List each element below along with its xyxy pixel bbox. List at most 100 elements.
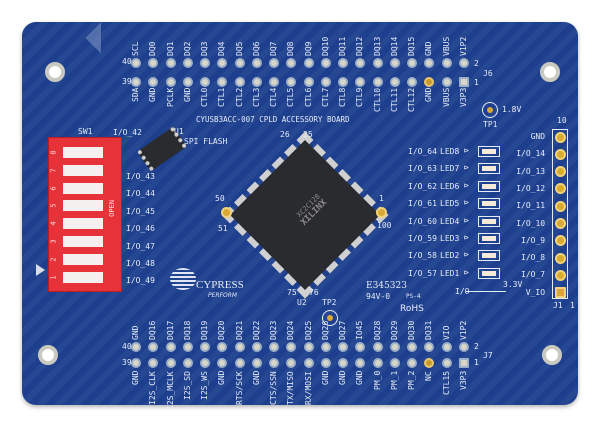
j6-pin[interactable] (165, 77, 176, 87)
j6-pin[interactable] (286, 58, 297, 68)
j6-pin[interactable] (269, 58, 279, 68)
j7-pin[interactable] (303, 358, 314, 368)
j7-pin[interactable] (251, 358, 262, 368)
j7-pin[interactable] (303, 342, 314, 352)
j7-pin[interactable] (131, 342, 141, 352)
dip-switch-toggle[interactable] (63, 164, 103, 176)
j7-pin[interactable] (407, 358, 417, 368)
j1-pin[interactable] (554, 200, 566, 212)
test-point-tp2[interactable] (322, 310, 338, 326)
dip-switch-toggle[interactable] (63, 147, 103, 158)
j6-pin[interactable] (251, 77, 262, 87)
j6-pin[interactable] (303, 77, 314, 87)
j6-pin[interactable] (355, 77, 366, 87)
j6-pin[interactable] (389, 77, 400, 87)
j6-pin[interactable] (320, 58, 331, 68)
j7-pin[interactable] (234, 358, 245, 368)
j1-pin[interactable] (554, 183, 566, 195)
j6-pin[interactable] (251, 58, 262, 68)
j7-pin[interactable] (286, 342, 297, 352)
j1-pin[interactable] (554, 148, 566, 160)
j1-pin[interactable] (554, 235, 566, 247)
j7-pin[interactable] (269, 358, 279, 368)
j6-pin[interactable] (286, 77, 297, 87)
j6-pin[interactable] (424, 77, 435, 87)
j7-pin[interactable] (217, 342, 228, 352)
j6-pin[interactable] (131, 58, 141, 68)
j7-pin[interactable] (389, 342, 400, 352)
j7-pin[interactable] (407, 342, 417, 352)
j6-pin[interactable] (458, 77, 469, 87)
j7-pin[interactable] (424, 342, 435, 352)
j7-pin[interactable] (458, 342, 469, 352)
j7-pin[interactable] (286, 358, 297, 368)
j6-pin[interactable] (182, 77, 193, 87)
j6-pin[interactable] (303, 58, 314, 68)
j1-pin[interactable] (554, 131, 566, 143)
j7-pin[interactable] (441, 342, 452, 352)
j7-pin[interactable] (165, 358, 176, 368)
j7-pin[interactable] (441, 358, 452, 368)
dip-switch-toggle[interactable] (63, 271, 103, 283)
j6-pin[interactable] (234, 58, 245, 68)
j7-pin[interactable] (372, 342, 383, 352)
dip-switch-toggle[interactable] (63, 200, 103, 212)
j6-pin[interactable] (165, 58, 176, 68)
j6-pin[interactable] (441, 77, 452, 87)
j1-pin[interactable] (554, 287, 566, 299)
j6-pin[interactable] (338, 58, 348, 68)
j6-pin[interactable] (217, 77, 228, 87)
j6-pin[interactable] (234, 77, 245, 87)
j7-pin[interactable] (200, 358, 210, 368)
j7-pin[interactable] (355, 342, 366, 352)
j7-pin[interactable] (269, 342, 279, 352)
j7-pin[interactable] (338, 342, 348, 352)
dip-switch-toggle[interactable] (63, 182, 103, 194)
j6-pin[interactable] (424, 58, 435, 68)
j7-pin[interactable] (458, 358, 469, 368)
j1-pin[interactable] (554, 252, 566, 264)
j6-pin[interactable] (338, 77, 348, 87)
j7-pin[interactable] (200, 342, 210, 352)
j7-pin[interactable] (165, 342, 176, 352)
j1-pin[interactable] (554, 166, 566, 178)
j6-pin[interactable] (217, 58, 228, 68)
j7-pin[interactable] (217, 358, 228, 368)
j6-pin[interactable] (407, 58, 417, 68)
j6-pin[interactable] (200, 77, 210, 87)
j7-pin[interactable] (320, 342, 331, 352)
j7-pin[interactable] (131, 358, 141, 368)
j7-pin[interactable] (251, 342, 262, 352)
j6-pin[interactable] (182, 58, 193, 68)
j7-pin[interactable] (389, 358, 400, 368)
j7-pin[interactable] (234, 342, 245, 352)
j6-pin[interactable] (372, 58, 383, 68)
j7-pin[interactable] (338, 358, 348, 368)
test-point-tp1[interactable] (482, 102, 498, 118)
j6-pin[interactable] (372, 77, 383, 87)
j6-pin[interactable] (441, 58, 452, 68)
j6-pin[interactable] (131, 77, 141, 87)
dip-switch-toggle[interactable] (63, 253, 103, 265)
j6-pin[interactable] (200, 58, 210, 68)
j6-pin[interactable] (148, 58, 159, 68)
j7-pin[interactable] (182, 342, 193, 352)
j7-pin[interactable] (424, 358, 435, 368)
j7-pin[interactable] (372, 358, 383, 368)
j6-pin[interactable] (355, 58, 366, 68)
j6-pin[interactable] (407, 77, 417, 87)
j6-pin[interactable] (148, 77, 159, 87)
j6-pin[interactable] (320, 77, 331, 87)
j1-pin[interactable] (554, 269, 566, 281)
dip-switch-toggle[interactable] (63, 218, 103, 230)
j7-pin[interactable] (148, 342, 159, 352)
j6-pin[interactable] (389, 58, 400, 68)
j7-pin[interactable] (148, 358, 159, 368)
j7-pin[interactable] (320, 358, 331, 368)
j7-pin[interactable] (355, 358, 366, 368)
j6-pin[interactable] (269, 77, 279, 87)
j7-pin[interactable] (182, 358, 193, 368)
dip-switch-toggle[interactable] (63, 236, 103, 247)
j1-pin[interactable] (554, 218, 566, 229)
